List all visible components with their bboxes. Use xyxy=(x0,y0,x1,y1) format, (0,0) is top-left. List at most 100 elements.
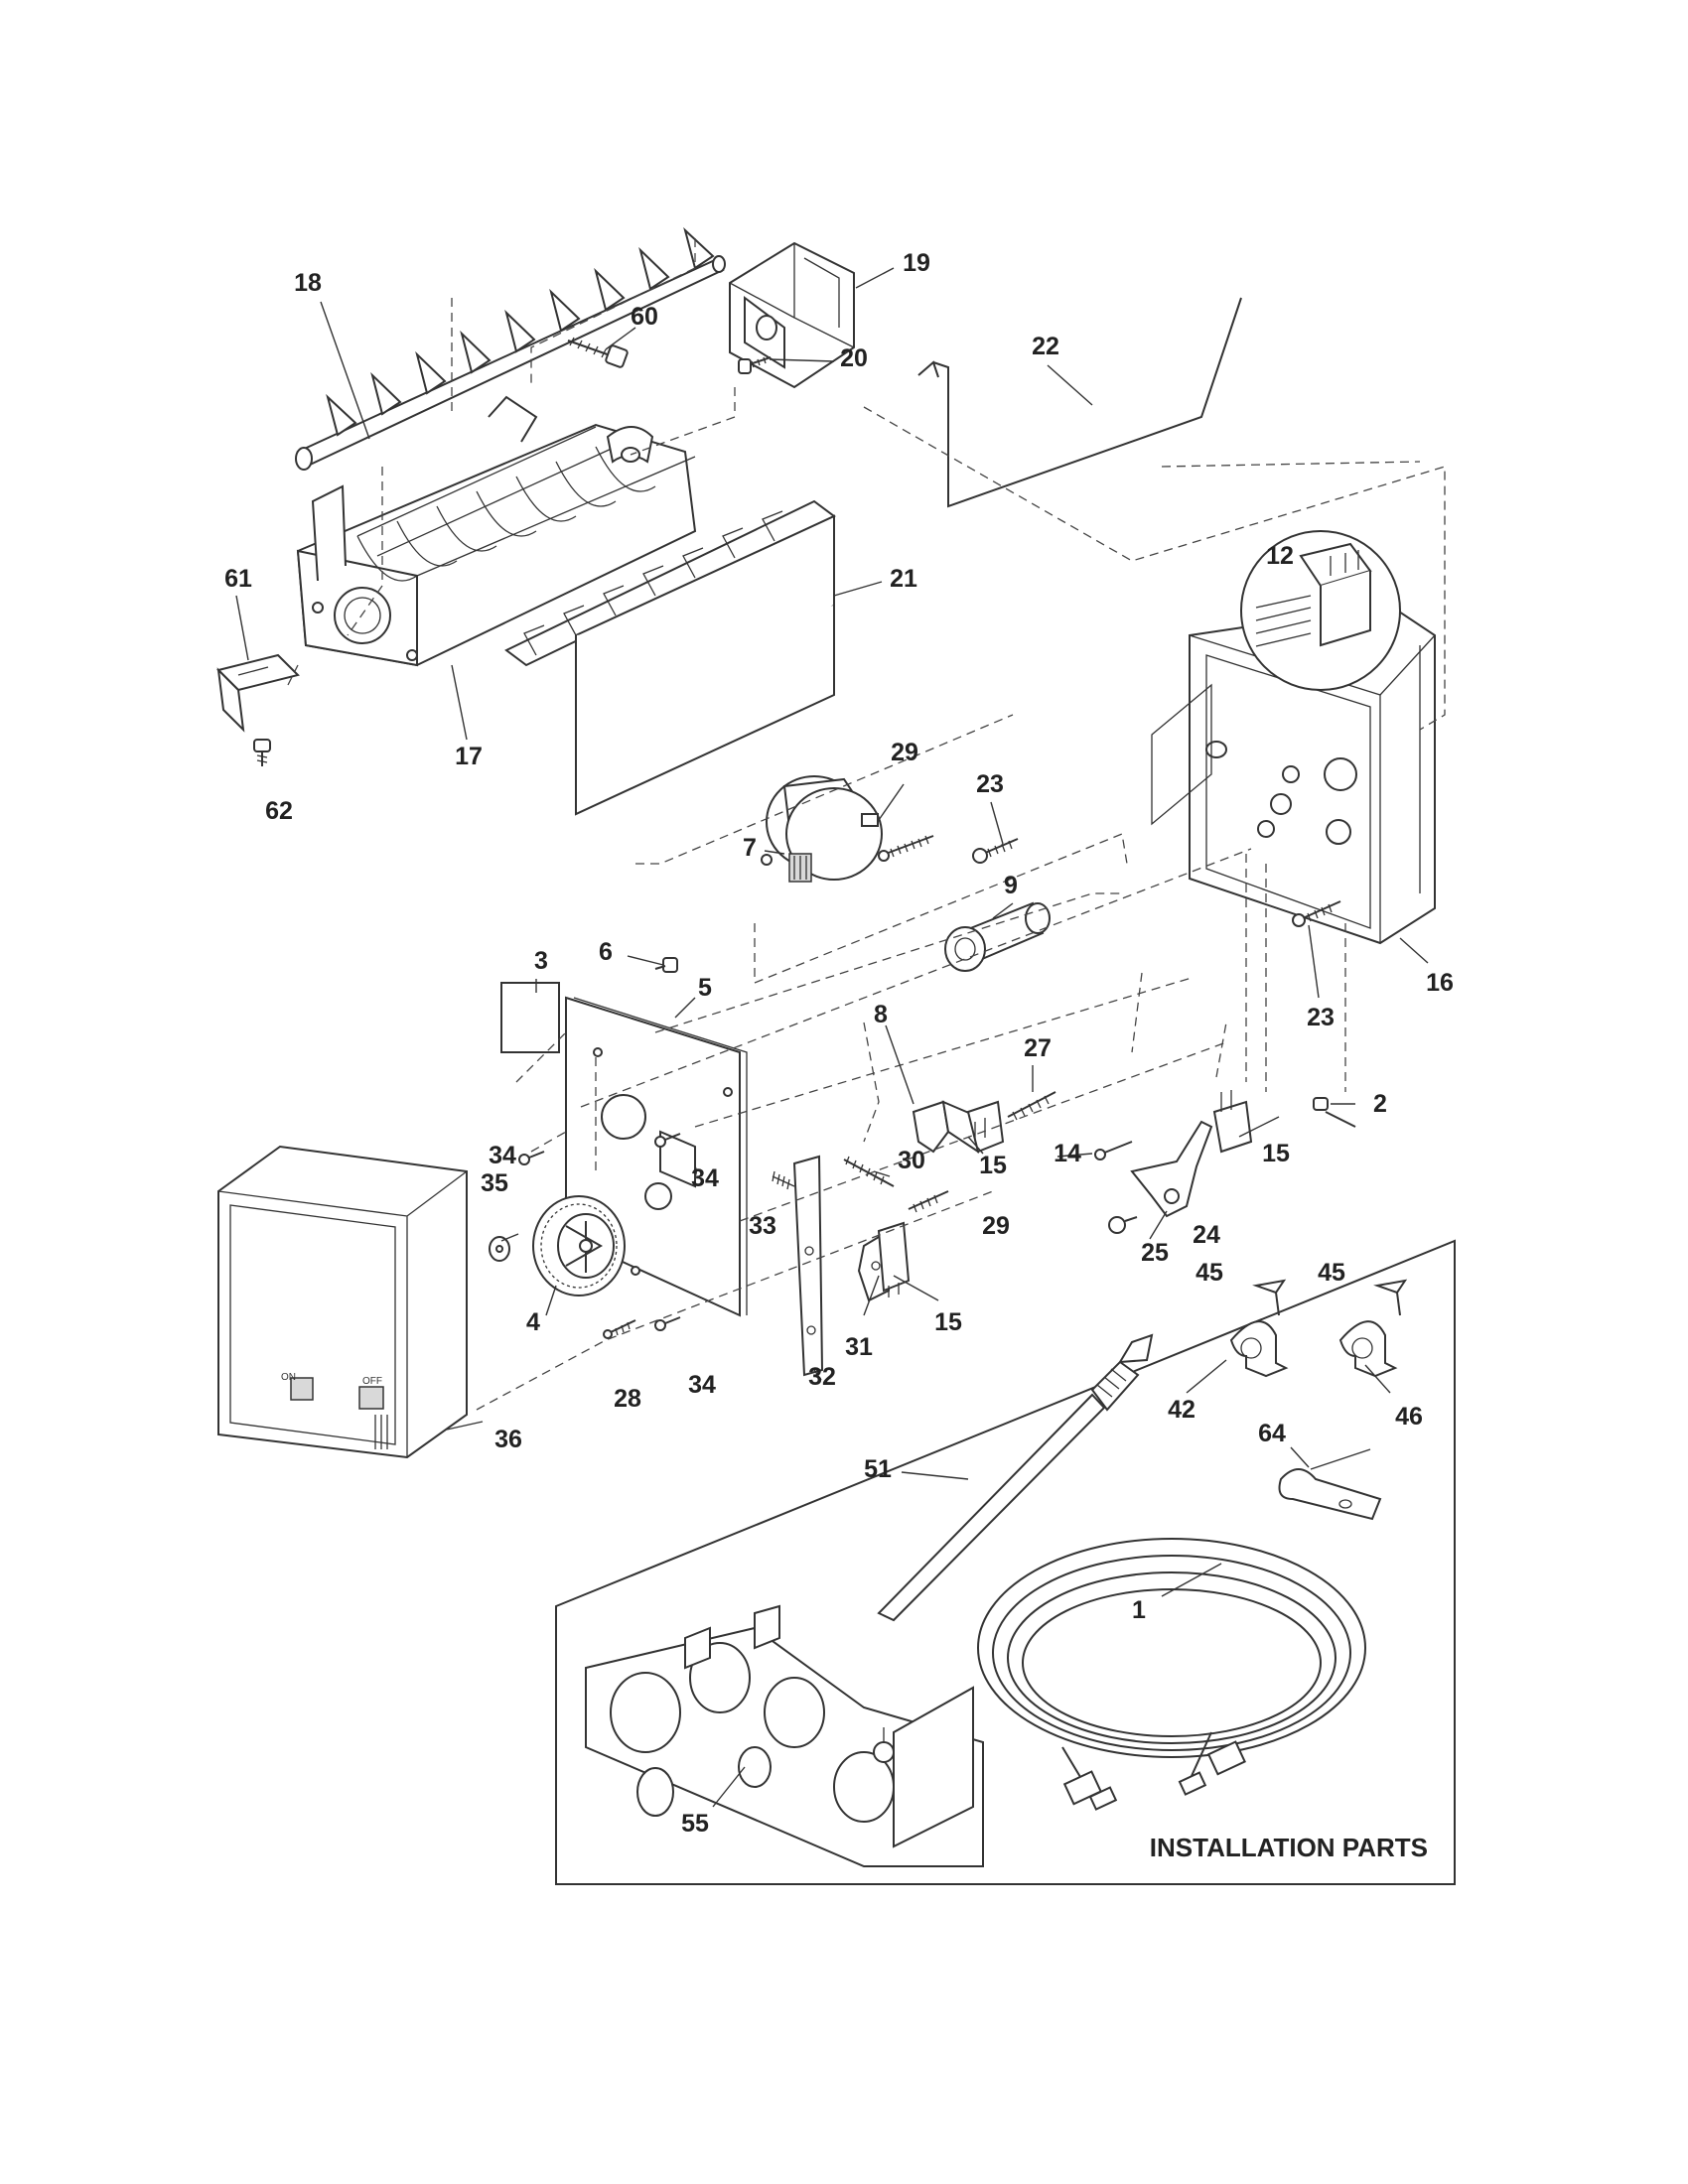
screw-6-part xyxy=(654,957,678,973)
callout-16: 16 xyxy=(1426,969,1454,997)
screw-14-part xyxy=(1094,1141,1133,1160)
screw-45b-part xyxy=(1373,1279,1408,1316)
clamp-42-part xyxy=(1229,1320,1289,1378)
insulator-3-part xyxy=(500,982,560,1053)
callout-1: 1 xyxy=(1132,1596,1146,1624)
screw-2-part xyxy=(1313,1097,1356,1128)
callout-30: 30 xyxy=(898,1147,925,1174)
spring-33-part xyxy=(772,1170,795,1190)
callout-12: 12 xyxy=(1266,542,1294,570)
screw-20-part xyxy=(738,356,772,374)
screw-62-part xyxy=(253,739,271,766)
callout-29-lower: 29 xyxy=(982,1212,1010,1240)
callout-33: 33 xyxy=(749,1212,776,1240)
callout-45-right: 45 xyxy=(1318,1259,1345,1287)
callout-61: 61 xyxy=(224,565,252,593)
callout-22: 22 xyxy=(1032,333,1059,360)
screw-45a-part xyxy=(1252,1279,1287,1316)
housing-16-part xyxy=(1151,604,1436,945)
installation-parts-title: INSTALLATION PARTS xyxy=(1150,1833,1428,1862)
callout-32: 32 xyxy=(808,1363,836,1391)
connector-12-part xyxy=(1240,530,1401,691)
clamp-46-part xyxy=(1338,1320,1398,1378)
callout-6: 6 xyxy=(599,938,613,966)
callout-55: 55 xyxy=(681,1810,709,1838)
screw-25-part xyxy=(1108,1216,1138,1234)
callout-36: 36 xyxy=(494,1426,522,1453)
cam-9-part xyxy=(944,901,1051,972)
leader-lines xyxy=(235,267,1429,1808)
bracket-32-part xyxy=(792,1155,824,1377)
callout-23-lower: 23 xyxy=(1307,1004,1335,1031)
switch-15c-part xyxy=(877,1221,911,1297)
lever-24-part xyxy=(1130,1120,1213,1218)
callout-20: 20 xyxy=(840,344,868,372)
callout-14: 14 xyxy=(1054,1140,1081,1167)
switch-8-part xyxy=(912,1100,979,1154)
callout-4: 4 xyxy=(526,1308,540,1336)
callout-2: 2 xyxy=(1373,1090,1387,1118)
callout-5: 5 xyxy=(698,974,712,1002)
heater-21-part xyxy=(504,499,836,816)
switch-15b-part xyxy=(1212,1090,1253,1154)
switch-off-label: OFF xyxy=(362,1376,382,1387)
callout-62: 62 xyxy=(265,797,293,825)
screw-28-part xyxy=(603,1319,636,1339)
spring-30-part xyxy=(843,1156,895,1187)
callout-51: 51 xyxy=(864,1455,892,1483)
callout-23-upper: 23 xyxy=(976,770,1004,798)
callout-9: 9 xyxy=(1004,872,1018,899)
callout-25: 25 xyxy=(1141,1239,1169,1267)
callout-labels: 18 60 19 22 20 21 61 17 62 12 29 23 7 9 … xyxy=(224,249,1454,1838)
callout-15-middle: 15 xyxy=(979,1152,1007,1179)
callout-60: 60 xyxy=(631,303,658,331)
screw-34c-part xyxy=(654,1316,681,1331)
screw-34b-part xyxy=(654,1133,681,1148)
switch-15a-part xyxy=(966,1100,1005,1154)
washer-35-part xyxy=(489,1236,510,1262)
screw-23b-part xyxy=(1292,900,1341,927)
clamp-64-part xyxy=(1278,1448,1382,1521)
cover-36-part: ON OFF xyxy=(217,1145,468,1459)
switch-on-label: ON xyxy=(281,1372,296,1383)
screw-23a-part xyxy=(972,838,1019,864)
callout-46: 46 xyxy=(1395,1403,1423,1431)
fill-tube-51-part xyxy=(877,1333,1154,1622)
callout-34-lower: 34 xyxy=(688,1371,716,1399)
water-valve-55-part xyxy=(585,1604,984,1867)
callout-34-middle: 34 xyxy=(691,1164,719,1192)
housing-19-part xyxy=(729,241,855,389)
callout-15-right: 15 xyxy=(1262,1140,1290,1167)
screw-60-part xyxy=(567,337,629,368)
clip-61-part xyxy=(216,653,300,733)
callout-15-lower: 15 xyxy=(934,1308,962,1336)
callout-21: 21 xyxy=(890,565,917,593)
feeler-arm-22-part xyxy=(917,297,1242,508)
callout-29-upper: 29 xyxy=(891,739,918,766)
screw-29b-part xyxy=(908,1190,949,1213)
callout-19: 19 xyxy=(903,249,930,277)
ice-ejector-part xyxy=(295,226,726,471)
screw-34a-part xyxy=(518,1151,545,1165)
water-tube-1-part xyxy=(977,1538,1366,1811)
callout-8: 8 xyxy=(874,1001,888,1028)
callout-42: 42 xyxy=(1168,1396,1196,1424)
callout-18: 18 xyxy=(294,269,322,297)
callout-35: 35 xyxy=(481,1169,508,1197)
installation-parts-box: INSTALLATION PARTS xyxy=(555,1239,1456,1885)
assembly-lines xyxy=(287,238,1446,1411)
callout-45-left: 45 xyxy=(1196,1259,1223,1287)
callout-27: 27 xyxy=(1024,1034,1052,1062)
callout-7: 7 xyxy=(743,834,757,862)
motor-7-part xyxy=(761,775,883,883)
screw-27-part xyxy=(1007,1091,1056,1121)
callout-3: 3 xyxy=(534,947,548,975)
callout-17: 17 xyxy=(455,743,483,770)
ice-mold-17-part xyxy=(296,395,697,667)
callout-64: 64 xyxy=(1258,1420,1286,1447)
callout-28: 28 xyxy=(614,1385,641,1413)
callout-24: 24 xyxy=(1193,1221,1220,1249)
callout-34-upper: 34 xyxy=(489,1142,516,1169)
screw-29a-part xyxy=(878,835,934,862)
